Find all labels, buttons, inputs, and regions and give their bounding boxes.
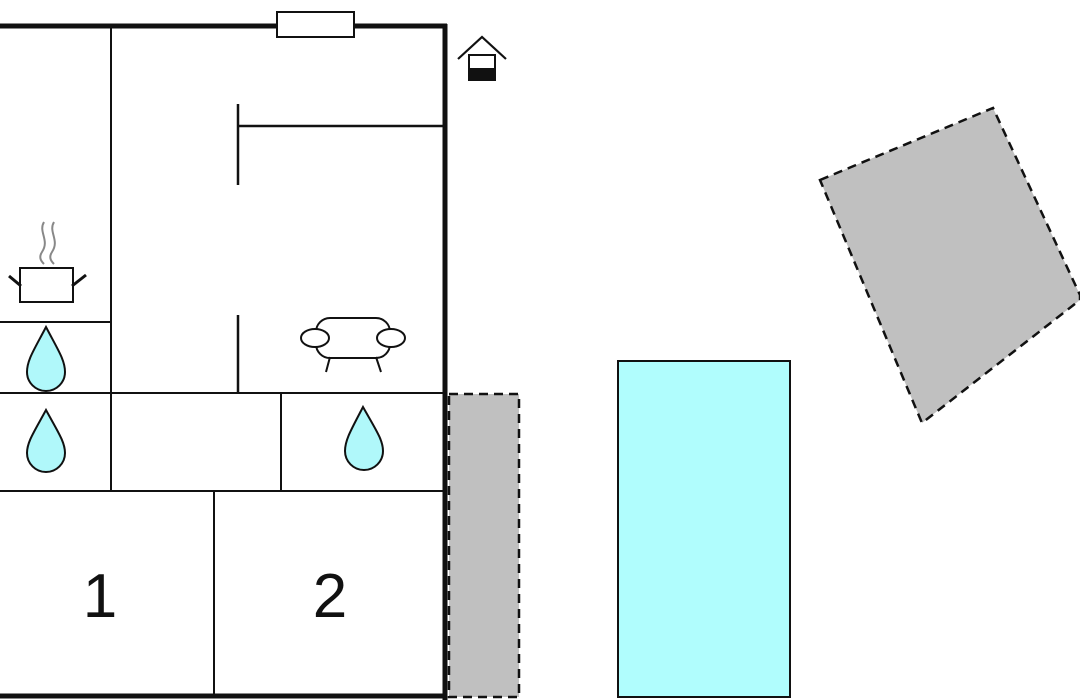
room-label-2: 2 <box>313 562 347 631</box>
room-label-1: 1 <box>83 562 117 631</box>
water-drop-icon <box>25 407 67 473</box>
entrance-icon <box>457 35 507 81</box>
pool <box>617 360 791 698</box>
cooking-pot-icon <box>8 221 87 303</box>
sofa-icon <box>300 317 406 373</box>
walls <box>0 23 448 700</box>
window <box>276 11 355 38</box>
terrace-rotated <box>818 106 1080 425</box>
water-drop-icon <box>343 404 385 471</box>
terrace-strip <box>447 392 521 699</box>
water-drop-icon <box>25 324 67 392</box>
